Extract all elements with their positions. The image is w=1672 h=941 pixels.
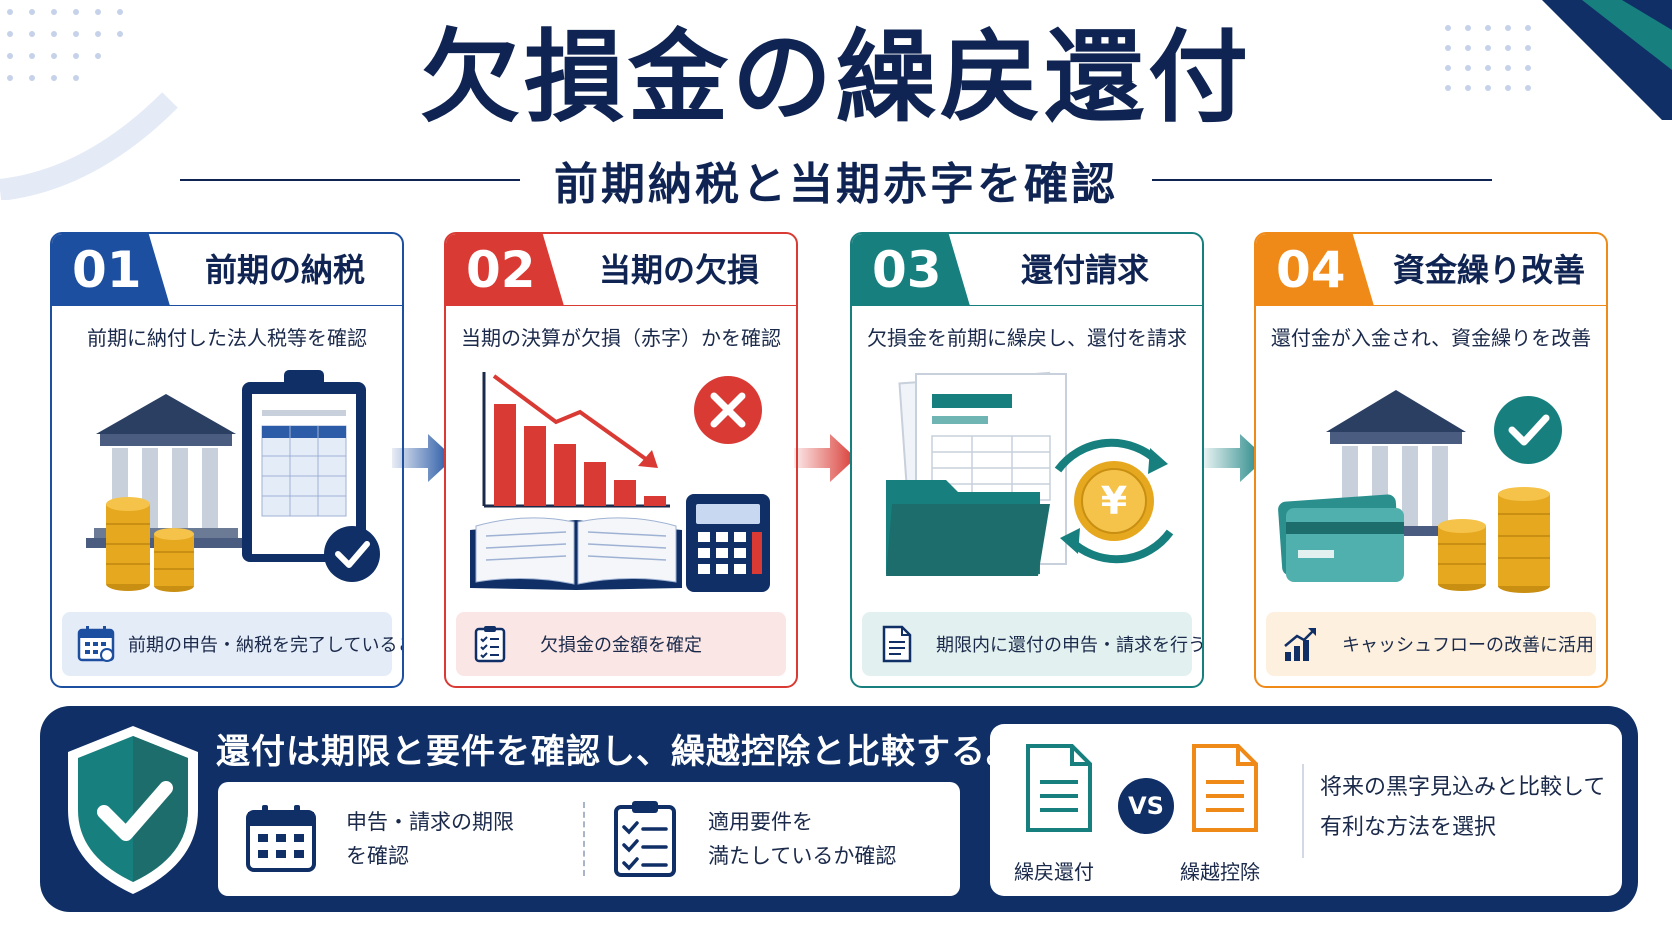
coin-stack-icon xyxy=(1438,487,1550,593)
open-book-icon xyxy=(470,517,682,590)
document-icon xyxy=(1026,744,1092,832)
step-header-4: 04 資金繰り改善 xyxy=(1256,234,1606,306)
page-title: 欠損金の繰戻還付 xyxy=(420,19,1252,136)
step-description-1: 前期に納付した法人税等を確認 xyxy=(87,326,367,350)
checklist-icon xyxy=(614,801,676,877)
comparison-divider xyxy=(1302,764,1304,858)
step-note-4: キャッシュフローの改善に活用 xyxy=(1266,612,1596,676)
requirement-text-2-line1: 適用要件を xyxy=(708,810,813,834)
decorative-corner-stripes xyxy=(1542,0,1672,120)
requirement-text-1-line2: を確認 xyxy=(346,844,409,868)
document-icon xyxy=(882,625,912,663)
step-title-3: 還付請求 xyxy=(1020,251,1149,289)
calendar-icon xyxy=(246,805,316,872)
step-description-2: 当期の決算が欠損（赤字）かを確認 xyxy=(461,326,781,350)
step-card-2: 02 当期の欠損 当期の決算が欠損（赤字）かを確認 xyxy=(444,232,798,688)
step-note-3: 期限内に還付の申告・請求を行う xyxy=(862,612,1202,676)
coin-stack-icon xyxy=(106,497,194,592)
decorative-dots-right xyxy=(1445,25,1531,91)
clipboard-icon xyxy=(242,370,366,562)
arrow-right-icon xyxy=(392,434,454,482)
step-title-4: 資金繰り改善 xyxy=(1392,251,1585,289)
step-title-1: 前期の納税 xyxy=(204,251,365,289)
arrow-right-icon xyxy=(1204,434,1266,482)
calculator-icon xyxy=(686,494,770,592)
comparison-advice-line1: 将来の黒字見込みと比較して xyxy=(1320,775,1606,800)
requirements-divider xyxy=(583,802,585,876)
step-number-4: 04 xyxy=(1256,234,1374,306)
checklist-icon xyxy=(474,626,506,663)
comparison-advice-line2: 有利な方法を選択 xyxy=(1320,815,1497,840)
banner-headline: 還付は期限と要件を確認し、繰越控除と比較する。 xyxy=(216,732,1021,772)
step-note-text-3: 期限内に還付の申告・請求を行う xyxy=(936,635,1204,656)
growth-chart-icon xyxy=(1284,628,1316,661)
requirement-text-1: 申告・請求の期限 を確認 xyxy=(346,805,514,873)
step-note-1: 前期の申告・納税を完了していること xyxy=(62,612,402,676)
comparison-advice: 将来の黒字見込みと比較して 有利な方法を選択 xyxy=(1320,768,1605,848)
requirement-text-2: 適用要件を 満たしているか確認 xyxy=(708,805,896,873)
step-note-text-4: キャッシュフローの改善に活用 xyxy=(1342,635,1594,656)
step-card-3: 03 還付請求 欠損金を前期に繰戻し、還付を請求 ¥ 期限内 xyxy=(850,232,1204,688)
step-number-3: 03 xyxy=(852,234,970,306)
cross-badge-icon xyxy=(694,376,762,444)
step-header-3: 03 還付請求 xyxy=(852,234,1202,306)
requirement-deadline: 申告・請求の期限 を確認 xyxy=(244,782,514,896)
document-icon xyxy=(1192,744,1258,832)
requirement-text-1-line1: 申告・請求の期限 xyxy=(346,810,514,834)
step-note-text-1: 前期の申告・納税を完了していること xyxy=(128,635,404,656)
step-description-4: 還付金が入金され、資金繰りを改善 xyxy=(1270,326,1592,350)
decorative-dots-left xyxy=(7,9,123,81)
check-badge-icon xyxy=(1494,396,1562,464)
page-subtitle: 前期納税と当期赤字を確認 xyxy=(554,159,1118,210)
step-description-3: 欠損金を前期に繰戻し、還付を請求 xyxy=(867,326,1187,350)
declining-bar-chart-icon xyxy=(482,372,670,508)
step-title-2: 当期の欠損 xyxy=(598,251,759,289)
requirements-box: 申告・請求の期限 を確認 適用要件を 満たしているか確認 xyxy=(218,782,960,896)
yen-symbol: ¥ xyxy=(1101,479,1127,523)
check-badge-icon xyxy=(324,526,380,582)
calendar-icon xyxy=(77,626,115,662)
step-note-text-2: 欠損金の金額を確定 xyxy=(540,635,702,656)
step-number-1: 01 xyxy=(52,234,170,306)
refund-claim-illustration: ¥ xyxy=(886,371,1174,576)
step-card-1: 01 前期の納税 前期に納付した法人税等を確認 xyxy=(50,232,404,688)
subtitle-line-left xyxy=(180,179,520,181)
step-header-1: 01 前期の納税 xyxy=(52,234,402,306)
step-note-2: 欠損金の金額を確定 xyxy=(456,612,786,676)
bank-card-icon xyxy=(1278,494,1404,582)
comparison-label-carryforward: 繰越控除 xyxy=(1180,860,1260,884)
loss-chart-illustration xyxy=(470,372,770,592)
step-number-2: 02 xyxy=(446,234,564,306)
yen-coin-cycle-icon: ¥ xyxy=(1054,438,1174,564)
step-header-2: 02 当期の欠損 xyxy=(446,234,796,306)
requirement-eligibility: 適用要件を 満たしているか確認 xyxy=(610,782,896,896)
arrow-right-icon xyxy=(794,434,856,482)
documents-folder-icon xyxy=(886,371,1067,576)
decorative-arc-left xyxy=(0,92,178,200)
bank-clipboard-illustration xyxy=(86,370,380,592)
step-card-4: 04 資金繰り改善 還付金が入金され、資金繰りを改善 xyxy=(1254,232,1608,688)
summary-banner: 還付は期限と要件を確認し、繰越控除と比較する。 申告・請求の期限 を確認 適用要 xyxy=(40,706,1638,912)
requirement-text-2-line2: 満たしているか確認 xyxy=(708,844,897,868)
subtitle-row: 前期納税と当期赤字を確認 xyxy=(180,150,1492,210)
vs-badge: VS xyxy=(1118,778,1174,834)
shield-check-icon xyxy=(68,726,198,894)
comparison-box: 繰戻還付 VS 繰越控除 将来の黒字見込みと比較して 有利な方法を選択 xyxy=(990,724,1622,896)
comparison-label-carryback: 繰戻還付 xyxy=(1014,860,1094,884)
cash-improvement-illustration xyxy=(1278,390,1562,593)
subtitle-line-right xyxy=(1152,179,1492,181)
